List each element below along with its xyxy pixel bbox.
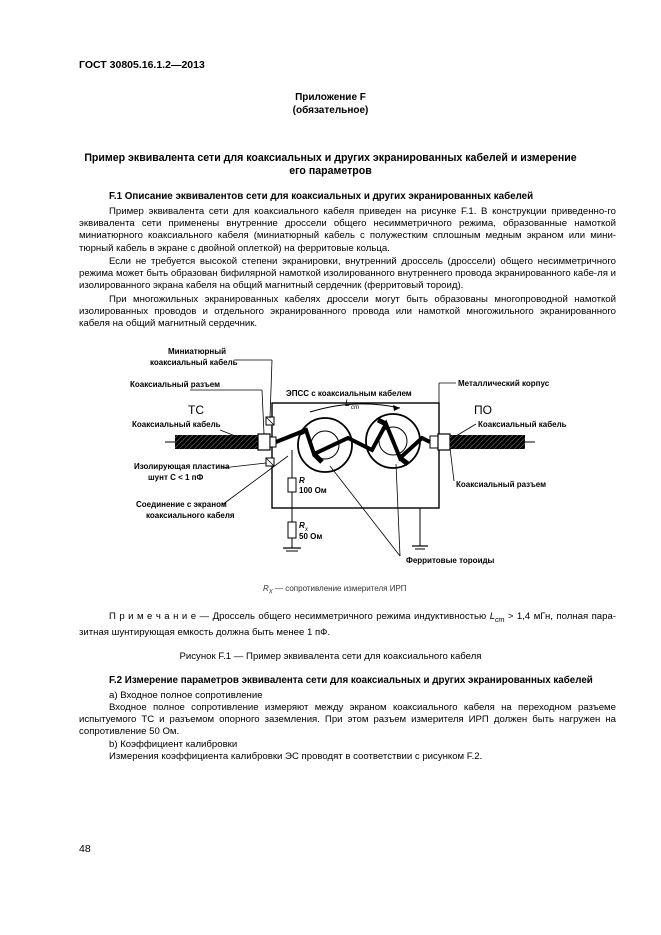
label-lcm-sub: cm <box>351 405 359 411</box>
main-title-line1: Пример эквивалента сети для коаксиальных… <box>84 152 577 164</box>
label-shield-connection-1: Соединение с экраном <box>136 500 227 509</box>
label-metal-case: Металлический корпус <box>458 379 550 388</box>
note-label: П р и м е ч а н и е <box>109 611 197 622</box>
label-mini-cable-2: коаксиальный кабель <box>150 358 238 367</box>
label-r: R <box>299 476 305 485</box>
legend-text: — сопротивление измерителя ИРП <box>272 584 407 593</box>
label-rx-value: 50 Ом <box>299 532 322 541</box>
section-f1-paragraph-2: Если не требуется высокой степени экрани… <box>79 256 616 292</box>
appendix-title: Приложение F <box>295 92 366 103</box>
figure-caption: Рисунок F.1 — Пример эквивалента сети дл… <box>179 651 482 662</box>
label-coax-connector-left: Коаксиальный разъем <box>130 380 220 389</box>
note: П р и м е ч а н и е — Дроссель общего не… <box>79 611 616 639</box>
section-f2-item-a-text: Входное полное сопротивление измеряют ме… <box>79 702 616 738</box>
note-l-symbol: L <box>489 611 496 622</box>
metal-case-box <box>271 402 440 509</box>
note-text-before: — Дроссель общего несимметричного режима… <box>196 611 490 622</box>
label-insulating-plate-2: шунт С < 1 пФ <box>148 473 203 482</box>
figure-f1-diagram: Миниатюрный коаксиальный кабель Коаксиал… <box>130 347 567 565</box>
legend-sub: X <box>268 589 273 596</box>
label-lcm: L <box>345 398 350 408</box>
label-mini-cable-1: Миниатюрный <box>168 347 226 356</box>
note-l-sub: cm <box>495 616 505 624</box>
label-insulating-plate-1: Изолирующая пластина <box>134 462 230 471</box>
label-r-value: 100 Ом <box>299 486 327 495</box>
section-f1-heading: F.1 Описание эквивалентов сети для коакс… <box>109 191 534 202</box>
section-f2-item-b: b) Коэффициент калибровки <box>109 739 238 750</box>
label-po: ПО <box>474 403 492 417</box>
section-f2-item-a: а) Входное полное сопротивление <box>109 690 263 701</box>
label-coax-cable-left: Коаксиальный кабель <box>132 420 221 429</box>
coax-cable-left <box>175 435 260 449</box>
label-rx: R <box>299 521 305 530</box>
section-f1-paragraph-1: Пример эквивалента сети для коаксиальног… <box>79 206 616 254</box>
label-box-title: ЭПСС с коаксиальным кабелем <box>286 389 412 398</box>
label-ferrite: Ферритовые тороиды <box>406 556 495 565</box>
label-tc: ТС <box>188 403 204 417</box>
resistor-rx <box>287 521 297 539</box>
label-rx-sub: x <box>304 527 309 533</box>
label-coax-connector-right: Коаксиальный разъем <box>456 480 546 489</box>
label-coax-cable-right: Коаксиальный кабель <box>478 420 567 429</box>
coax-connector-right <box>437 433 451 451</box>
legend-symbol: R <box>263 584 269 593</box>
label-shield-connection-2: коаксиального кабеля <box>146 511 235 520</box>
section-f1-paragraph-3: При многожильных экранированных кабелях … <box>79 294 616 330</box>
coax-cable-right <box>450 435 525 449</box>
note-text-after: > 1,4 мГн, полная пара-зитная шунтирующа… <box>79 611 616 639</box>
appendix-status: (обязательное) <box>292 105 369 116</box>
document-code: ГОСТ 30805.16.1.2—2013 <box>79 59 205 71</box>
coax-connector-left <box>257 433 271 451</box>
main-title-line2: его параметров <box>289 165 372 177</box>
figure-legend: RX — сопротивление измерителя ИРП <box>263 584 407 596</box>
page-number: 48 <box>79 843 91 855</box>
mini-coax-winding <box>275 419 431 462</box>
section-f2-item-b-text: Измерения коэффициента калибровки ЭС про… <box>109 751 483 762</box>
section-f2-heading: F.2 Измерение параметров эквивалента сет… <box>109 675 593 686</box>
resistor-r <box>287 477 297 493</box>
